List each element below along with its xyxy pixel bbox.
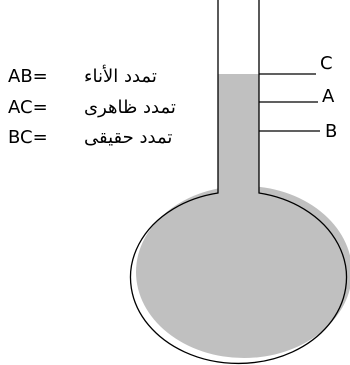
- marker-label-c: C: [320, 53, 333, 74]
- liquid-bulb: [136, 186, 350, 358]
- liquid: [136, 74, 350, 358]
- caption-symbol-ab: AB=: [8, 66, 48, 87]
- flask-outline-path: [129, 0, 348, 365]
- caption-arabic-bc: تمدد حقيقى: [84, 127, 172, 148]
- level-markers: [259, 73, 320, 132]
- marker-label-a: A: [322, 86, 335, 107]
- flask-outline: [129, 0, 348, 365]
- liquid-column: [218, 74, 259, 194]
- caption-list: AB= تمدد الأناء AC= تمدد ظاهرى BC= تمدد …: [8, 65, 176, 148]
- caption-arabic-ab: تمدد الأناء: [84, 65, 157, 87]
- caption-symbol-bc: BC=: [8, 127, 48, 148]
- caption-symbol-ac: AC=: [8, 97, 48, 118]
- caption-arabic-ac: تمدد ظاهرى: [84, 97, 176, 118]
- marker-label-b: B: [325, 121, 337, 142]
